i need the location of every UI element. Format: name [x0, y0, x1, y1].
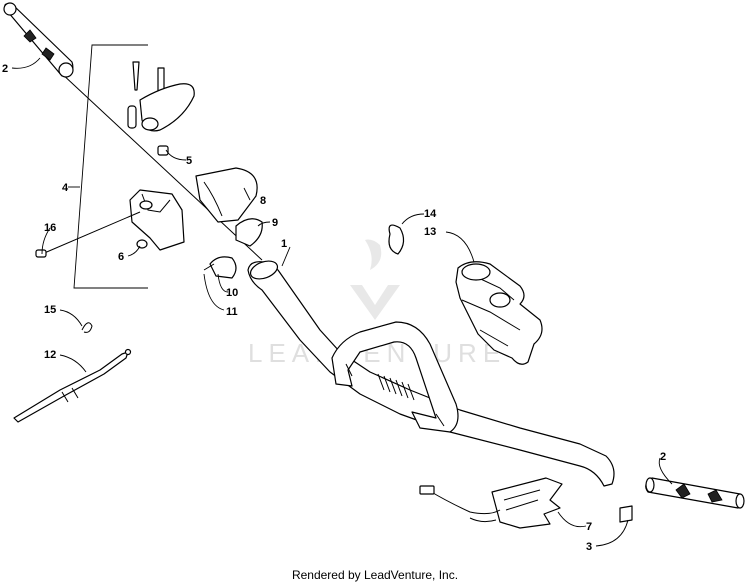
callout-10: 10 [226, 287, 238, 299]
callout-16: 16 [44, 222, 56, 234]
left-grip [3, 2, 74, 78]
callout-9: 9 [272, 217, 278, 229]
cable-assembly [13, 322, 132, 423]
callout-15: 15 [44, 304, 56, 316]
bracket-4 [68, 44, 148, 289]
callout-4: 4 [62, 182, 69, 194]
callout-8: 8 [260, 195, 266, 207]
callout-3: 3 [586, 541, 592, 553]
callout-11: 11 [226, 306, 238, 318]
handlebar [247, 260, 615, 487]
leader-lines [11, 57, 673, 547]
callout-labels: 2 1 4 5 6 8 9 10 11 16 15 12 14 13 2 7 3 [2, 63, 666, 553]
right-grip [619, 477, 745, 523]
callout-14: 14 [424, 208, 437, 220]
callout-5: 5 [186, 155, 192, 167]
callout-2-right: 2 [660, 451, 666, 463]
callout-6: 6 [118, 251, 124, 263]
callout-13: 13 [424, 226, 436, 238]
throttle-assembly [35, 61, 263, 279]
assembly-axis-line [59, 71, 263, 261]
rendered-by-footer: Rendered by LeadVenture, Inc. [291, 568, 459, 582]
callout-7: 7 [586, 521, 592, 533]
callout-12: 12 [44, 349, 56, 361]
callout-1: 1 [281, 238, 287, 250]
callout-2-left: 2 [2, 63, 8, 75]
clamp-assembly [388, 224, 543, 365]
heater-element [419, 477, 563, 529]
